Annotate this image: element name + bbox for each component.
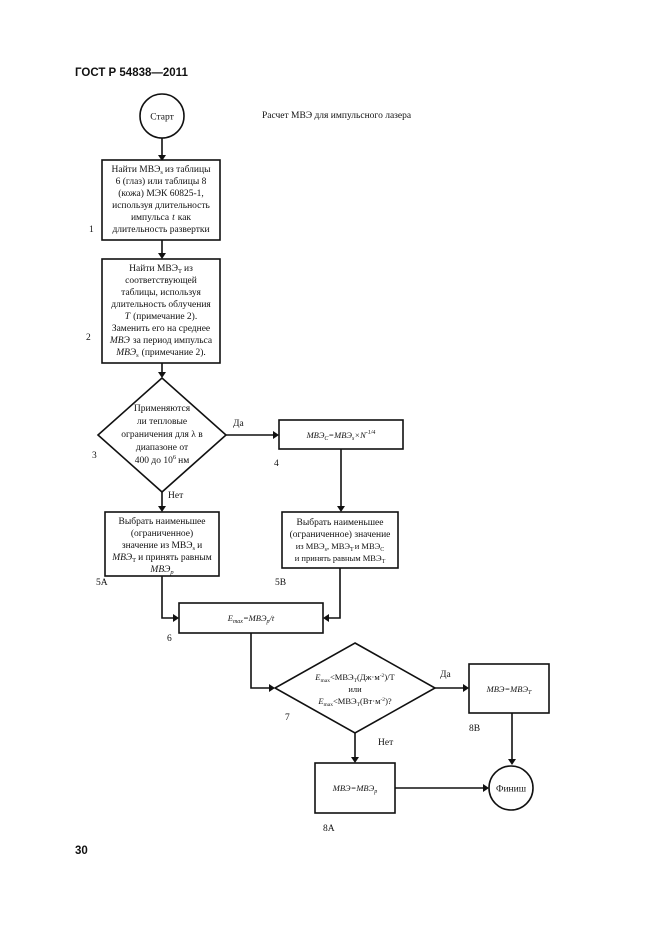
flowchart-title: Расчет МВЭ для импульсного лазера (262, 111, 412, 121)
svg-text:и принять равным МВЭT: и принять равным МВЭT (295, 553, 386, 565)
b5a-line5: МВЭ (149, 565, 170, 575)
step-8a-box: МВЭ=МВЭp (314, 762, 396, 814)
box2-line3: таблицы, используя (121, 287, 201, 298)
step-2-number: 2 (86, 333, 91, 343)
step-1-number: 1 (89, 225, 94, 235)
svg-text:МВЭ=МВЭp: МВЭ=МВЭp (332, 783, 377, 795)
b5a-line3: значение из МВЭ (122, 541, 193, 551)
d3-line5: 400 до 10 (135, 456, 173, 466)
box8a-formula: МВЭ=МВЭ (332, 783, 375, 793)
b5b-line3: из МВЭ (296, 541, 325, 551)
step-4-number: 4 (274, 459, 279, 469)
d7-line1: E (314, 672, 321, 682)
b5b-line4: и принять равным МВЭ (295, 553, 382, 563)
decision-3-diamond: Применяются ли тепловые ограничения для … (96, 376, 228, 494)
b5a-line1: Выбрать наименьшее (119, 516, 206, 527)
edge-no-3: Нет (168, 491, 184, 501)
svg-text:МВЭC=МВЭs×N-1/4: МВЭC=МВЭs×N-1/4 (306, 429, 376, 442)
step-5b-box: Выбрать наименьшее (ограниченное) значен… (281, 511, 399, 569)
step-6-box: Emax=МВЭp/t (178, 602, 324, 634)
step-7-number: 7 (285, 713, 290, 723)
d3-line2: ли тепловые (137, 417, 187, 427)
decision-7-diamond: Emax<МВЭT(Дж·м-2)/T или Emax<МВЭT(Вт·м-2… (273, 642, 437, 734)
svg-text:Emax=МВЭp/t: Emax=МВЭp/t (227, 613, 275, 625)
step-5b-number: 5В (275, 578, 286, 588)
step-8b-number: 8В (469, 724, 480, 734)
svg-text:МВЭTи принять равным: МВЭTи принять равным (111, 553, 212, 564)
svg-text:МВЭp: МВЭp (149, 565, 174, 576)
svg-text:Emax<МВЭT(Вт·м-2)?: Emax<МВЭT(Вт·м-2)? (317, 696, 392, 708)
svg-text:Emax<МВЭT(Дж·м-2)/T: Emax<МВЭT(Дж·м-2)/T (314, 672, 395, 684)
edge-no-7: Нет (378, 738, 394, 748)
document-header: ГОСТ Р 54838—2011 (75, 67, 188, 79)
box2-line1: Найти МВЭ (129, 263, 178, 274)
b5b-line2: (ограниченное) значение (290, 529, 391, 540)
d7-or: или (348, 684, 362, 694)
box2-line6: Заменить его на среднее (112, 324, 210, 334)
d3-line1: Применяются (134, 404, 191, 414)
svg-text:МВЭs(примечание 2).: МВЭs(примечание 2). (115, 347, 206, 359)
step-3-number: 3 (92, 451, 97, 461)
b5a-line2: (ограниченное) (131, 528, 193, 539)
step-5a-number: 5А (96, 578, 108, 588)
start-label: Старт (150, 113, 174, 123)
box1-line6: длительность развертки (112, 225, 209, 235)
d7-line3: E (317, 696, 324, 706)
finish-label: Финиш (496, 785, 527, 795)
step-6-number: 6 (167, 634, 172, 644)
box8b-formula: МВЭ=МВЭ (486, 684, 529, 694)
box2-line8: (примечание 2). (142, 347, 206, 358)
box1-line5: импульса (131, 213, 170, 223)
svg-text:МВЭ=МВЭT: МВЭ=МВЭT (486, 684, 532, 696)
page-number: 30 (75, 845, 88, 857)
box2-line5: (примечание 2). (133, 311, 197, 322)
box6-formula: E (227, 613, 234, 623)
box1-line2: 6 (глаз) или таблицы 8 (116, 176, 207, 187)
edge-yes-7: Да (440, 670, 451, 680)
box2-line2: соответствующей (125, 275, 197, 286)
d3-line4: диапазоне от (136, 443, 189, 453)
box2-line7: за период импульса (133, 336, 213, 346)
box1-line3: (кожа) МЭК 60825-1, (118, 188, 204, 199)
box1-line4: используя длительность (112, 201, 210, 211)
step-5a-box: Выбрать наименьшее (ограниченное) значен… (104, 511, 220, 577)
edge-yes-3: Да (233, 419, 244, 429)
box4-formula: МВЭ (306, 430, 325, 440)
svg-text:из МВЭs, МВЭTи МВЭC: из МВЭs, МВЭTи МВЭC (296, 541, 385, 553)
step-4-box: МВЭC=МВЭs×N-1/4 (278, 419, 404, 450)
b5a-line4: и принять равным (138, 553, 212, 563)
step-8a-number: 8А (323, 824, 335, 834)
d3-line3: ограничения для λ в (121, 430, 203, 440)
box2-line4: длительность облучения (111, 299, 211, 310)
finish-node: Финиш (488, 765, 534, 811)
step-8b-box: МВЭ=МВЭT (468, 663, 550, 714)
b5b-line1: Выбрать наименьшее (297, 517, 384, 528)
svg-text:T(примечание 2).: T(примечание 2). (125, 311, 197, 322)
start-node: Старт (139, 93, 185, 139)
box1-line1: Найти МВЭ (112, 164, 161, 175)
